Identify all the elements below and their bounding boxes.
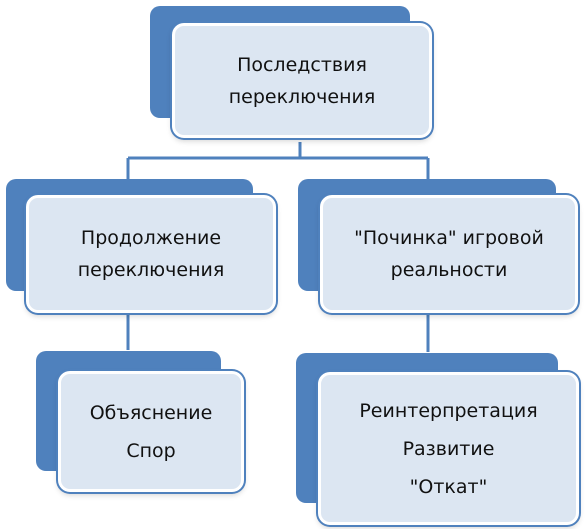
right-child-box: Реинтерпретация Развитие "Откат" bbox=[318, 372, 579, 525]
left-branch-line-1: Продолжение bbox=[80, 227, 222, 249]
left-branch-line-2: переключения bbox=[77, 259, 225, 281]
left-child-line-2: Спор bbox=[126, 439, 176, 462]
right-branch-line-2: реальности bbox=[390, 259, 508, 281]
left-child-box: Объяснение Спор bbox=[58, 371, 244, 492]
left-child-line-1: Объяснение bbox=[89, 401, 213, 424]
right-branch-box: "Починка" игровой реальности bbox=[320, 195, 578, 313]
root-node-line-1: Последствия bbox=[237, 53, 367, 76]
root-node-box: Последствия переключения bbox=[172, 23, 432, 138]
root-node-line-2: переключения bbox=[228, 85, 376, 108]
right-child-line-2: Развитие bbox=[402, 437, 495, 460]
right-child-line-1: Реинтерпретация bbox=[359, 399, 538, 422]
left-branch-box: Продолжение переключения bbox=[26, 195, 276, 313]
right-branch-line-1: "Починка" игровой bbox=[354, 227, 544, 249]
right-child-line-3: "Откат" bbox=[409, 475, 488, 498]
